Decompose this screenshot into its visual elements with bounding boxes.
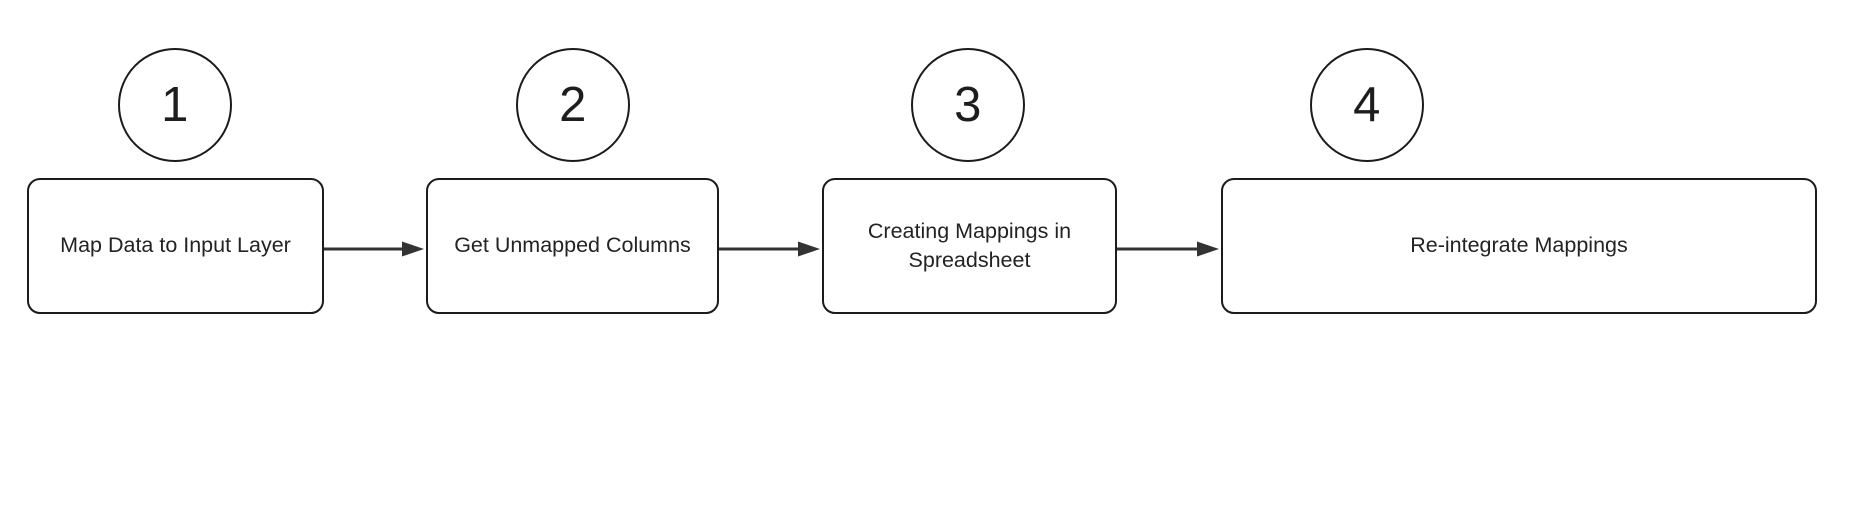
step-circle-3[interactable]: 3 [911,48,1025,162]
process-box-1[interactable]: Map Data to Input Layer [27,178,324,314]
step-circle-2[interactable]: 2 [516,48,630,162]
arrow-icon [1117,241,1219,257]
process-box-4-label: Re-integrate Mappings [1410,233,1628,258]
connector-1-to-2 [324,240,426,258]
step-circle-4-number: 4 [1353,77,1381,132]
process-box-3-label: Creating Mappings in Spreadsheet [867,218,1072,272]
connector-2-to-3 [719,240,822,258]
step-circle-3-number: 3 [954,77,982,132]
process-box-1-label: Map Data to Input Layer [60,233,291,258]
step-circle-2-number: 2 [559,77,587,132]
step-circle-1[interactable]: 1 [118,48,232,162]
step-circle-4[interactable]: 4 [1310,48,1424,162]
arrow-icon [324,241,424,257]
arrow-icon [719,241,820,257]
step-circle-1-number: 1 [161,77,189,132]
connector-3-to-4 [1117,240,1221,258]
process-box-4[interactable]: Re-integrate Mappings [1221,178,1817,314]
process-box-2-label: Get Unmapped Columns [454,233,691,258]
process-box-2[interactable]: Get Unmapped Columns [426,178,719,314]
process-box-3[interactable]: Creating Mappings in Spreadsheet [822,178,1117,314]
